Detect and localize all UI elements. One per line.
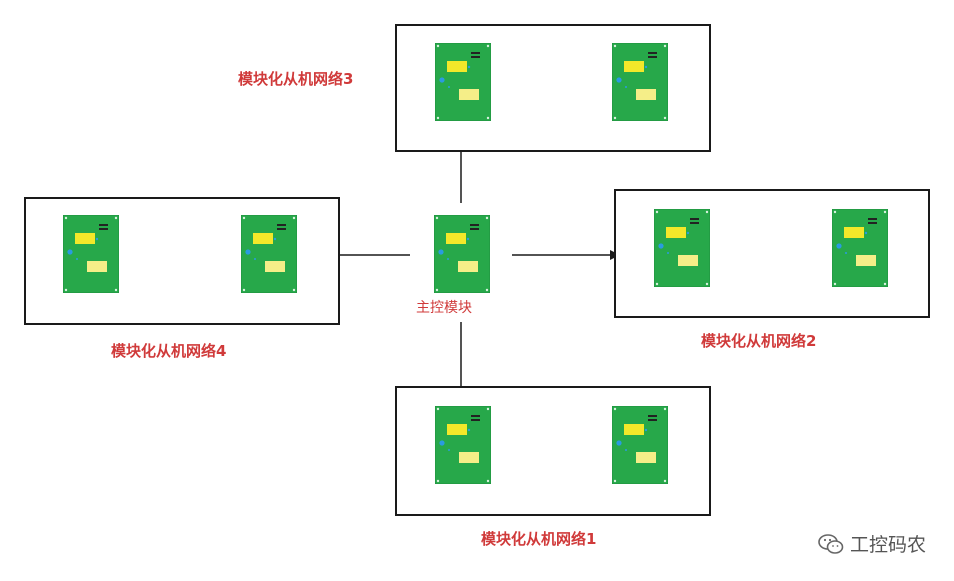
network-2-label: 模块化从机网络2 bbox=[701, 332, 817, 350]
watermark-text: 工控码农 bbox=[849, 534, 926, 556]
master-label: 主控模块 bbox=[416, 300, 472, 316]
board-net3-b bbox=[612, 43, 668, 121]
master-board bbox=[434, 215, 490, 293]
board-net3-a bbox=[435, 43, 491, 121]
network-3-label: 模块化从机网络3 bbox=[238, 70, 354, 88]
watermark: 工控码农 bbox=[818, 530, 926, 557]
board-net4-a bbox=[63, 215, 119, 293]
network-4-label: 模块化从机网络4 bbox=[111, 342, 227, 360]
board-net1-b bbox=[612, 406, 668, 484]
board-net2-a bbox=[654, 209, 710, 287]
wechat-icon bbox=[818, 533, 844, 554]
board-net1-a bbox=[435, 406, 491, 484]
board-net2-b bbox=[832, 209, 888, 287]
board-net4-b bbox=[241, 215, 297, 293]
network-1-label: 模块化从机网络1 bbox=[481, 530, 597, 548]
